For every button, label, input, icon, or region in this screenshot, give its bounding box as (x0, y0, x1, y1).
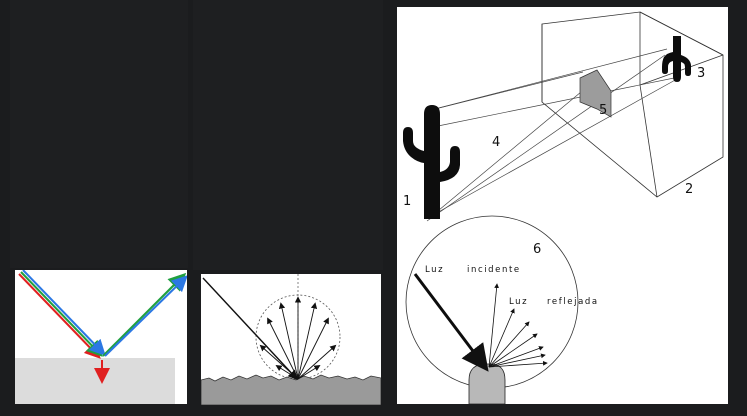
incident-ray-blue (22, 270, 106, 356)
large-cactus-icon (403, 105, 460, 219)
label-luz-reflected: Luz (509, 297, 528, 307)
pinhole-camera-diagram: 1 2 3 4 5 6 Luz incidente Luz reflejada (403, 11, 724, 404)
specular-reflection-panel (15, 270, 187, 404)
incident-ray-green (20, 271, 103, 357)
pinhole-camera-panel: 1 2 3 4 5 6 Luz incidente Luz reflejada (397, 7, 728, 404)
dark-column-left (10, 0, 188, 268)
dark-column-middle (193, 0, 383, 270)
label-5: 5 (599, 103, 607, 118)
pinhole-screen-icon (579, 69, 612, 118)
diffuse-reflection-diagram-icon (201, 274, 381, 405)
bump-surface (468, 363, 506, 404)
incident-ray (202, 277, 298, 381)
reflected-ray-blue (104, 275, 187, 357)
reflective-surface (15, 358, 175, 404)
label-4: 4 (492, 135, 500, 150)
label-1: 1 (403, 194, 411, 209)
incident-light-ray (413, 273, 489, 372)
specular-reflection-diagram-icon (15, 270, 187, 404)
reflected-ray-green (102, 272, 187, 357)
label-reflejada: reflejada (547, 297, 599, 307)
rough-surface (201, 374, 381, 405)
small-inverted-cactus-icon (662, 36, 691, 82)
diffuse-reflection-panel (201, 274, 381, 405)
label-incidente: incidente (467, 265, 521, 275)
scattered-rays (259, 296, 337, 380)
camera-box (541, 11, 724, 198)
label-6: 6 (533, 242, 541, 257)
reflected-light-rays (488, 283, 548, 368)
label-2: 2 (685, 182, 693, 197)
label-3: 3 (697, 66, 705, 81)
projection-rays (426, 48, 680, 222)
label-luz-incident: Luz (425, 265, 444, 275)
incident-ray-red (18, 273, 101, 359)
